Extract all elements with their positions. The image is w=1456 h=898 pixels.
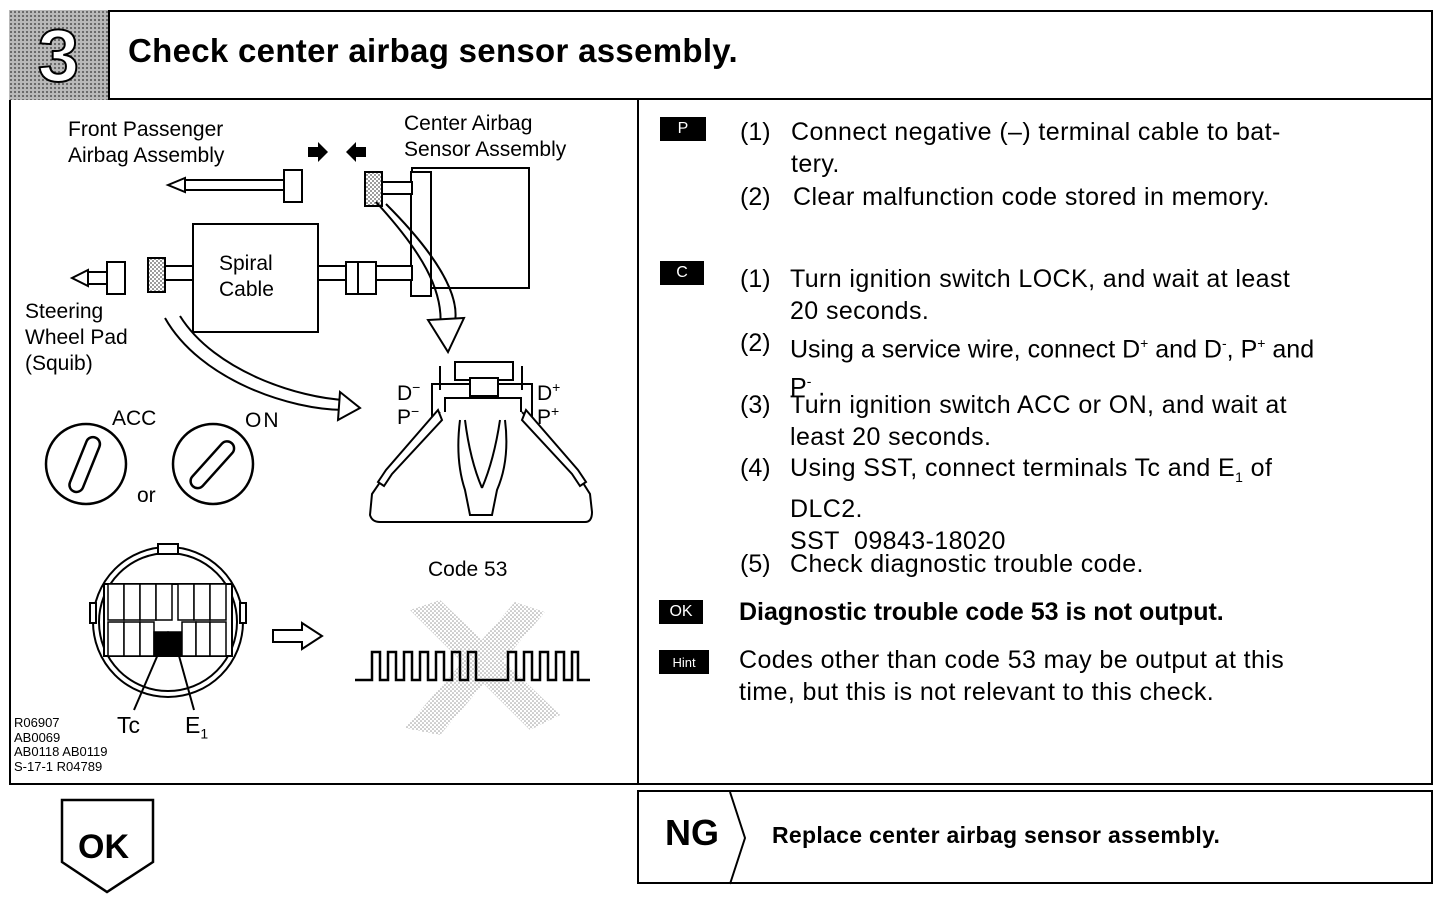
step-num: (2) <box>740 183 771 211</box>
or-label: or <box>137 484 156 507</box>
column-divider <box>637 100 639 785</box>
ng-result-text: Replace center airbag sensor assembly. <box>772 822 1221 848</box>
terminal-d-plus: D+ <box>537 379 561 405</box>
step-num: (3) <box>740 391 771 419</box>
ok-button[interactable]: OK <box>78 828 129 866</box>
step-num: (4) <box>740 454 771 482</box>
e1-label: E1 <box>185 712 209 742</box>
terminal-p-minus: P− <box>397 403 420 429</box>
step-text: Check diagnostic trouble code. <box>790 550 1144 578</box>
ok-result-text: Diagnostic trouble code 53 is not output… <box>739 598 1224 626</box>
step-text: Clear malfunction code stored in memory. <box>793 183 1270 211</box>
header-row <box>9 10 1433 100</box>
step-num: (5) <box>740 550 771 578</box>
step-num: (1) <box>740 265 771 293</box>
hint-text: Codes other than code 53 may be output a… <box>739 646 1285 706</box>
step-number-box: 3 <box>9 10 110 100</box>
tag-c: C <box>660 261 704 285</box>
procedure-frame <box>9 10 1433 785</box>
tag-hint: Hint <box>659 650 709 674</box>
terminal-p-plus: P+ <box>537 403 560 429</box>
step-text: Turn ignition switch ACC or ON, and wait… <box>790 391 1288 451</box>
step-number: 3 <box>37 13 80 98</box>
code-53-label: Code 53 <box>428 558 508 581</box>
ng-result-box <box>637 790 1433 884</box>
step-text: Using SST, connect terminals Tc and E1 o… <box>790 454 1273 555</box>
on-label: ON <box>245 409 281 432</box>
page-title: Check center airbag sensor assembly. <box>128 32 738 69</box>
acc-label: ACC <box>112 407 157 430</box>
tag-p: P <box>660 117 706 141</box>
tc-label: Tc <box>117 712 140 738</box>
ng-label[interactable]: NG <box>665 812 719 853</box>
step-text: Using a service wire, connect D+ and D-,… <box>790 335 1315 402</box>
step-num: (1) <box>740 118 771 146</box>
terminal-d-minus: D− <box>397 379 421 405</box>
step-text: Turn ignition switch LOCK, and wait at l… <box>790 265 1291 325</box>
step-text: Connect negative (–) terminal cable to b… <box>791 118 1281 178</box>
tag-ok: OK <box>659 600 703 624</box>
step-num: (2) <box>740 329 771 357</box>
